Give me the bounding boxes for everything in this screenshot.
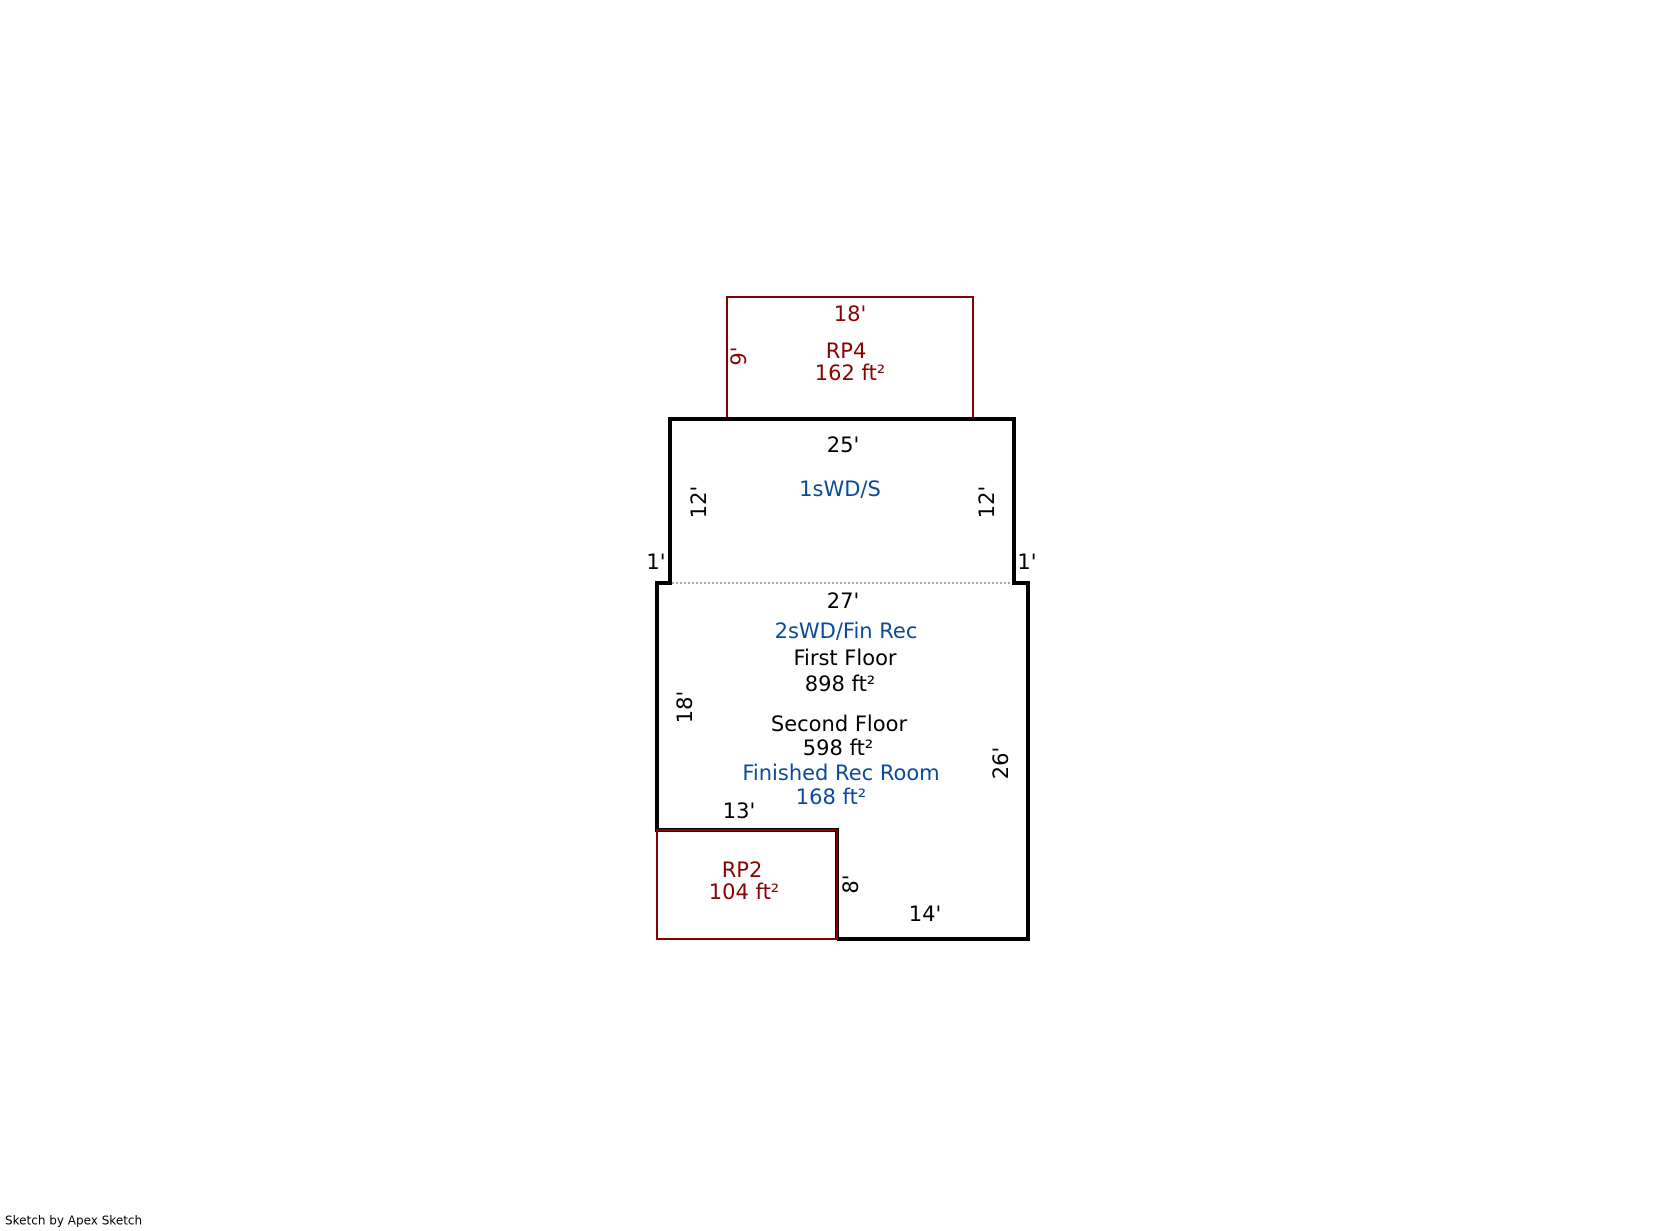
lower-name: 2sWD/Fin Rec — [775, 619, 918, 643]
second-floor-area: 598 ft² — [803, 736, 873, 760]
footer-credit: Sketch by Apex Sketch — [5, 1214, 142, 1228]
rp2-area: 104 ft² — [709, 880, 779, 904]
upper-right-step: 1' — [1017, 550, 1036, 574]
rp4-width-dim: 18' — [834, 302, 867, 326]
first-floor-label: First Floor — [793, 646, 896, 670]
lower-top-dim: 27' — [827, 589, 860, 613]
notch-width-dim: 13' — [723, 799, 756, 823]
lower-left-dim: 18' — [673, 691, 697, 724]
rp4-height-dim: 9' — [727, 346, 751, 365]
second-floor-label: Second Floor — [771, 712, 908, 736]
rec-room-label: Finished Rec Room — [742, 761, 939, 785]
lower-right-dim: 26' — [989, 747, 1013, 780]
first-floor-area: 898 ft² — [805, 672, 875, 696]
upper-name: 1sWD/S — [799, 477, 881, 501]
rec-room-area: 168 ft² — [796, 785, 866, 809]
upper-left-dim: 12' — [687, 486, 711, 519]
upper-left-step: 1' — [646, 550, 665, 574]
upper-top-dim: 25' — [827, 433, 860, 457]
rp4-area: 162 ft² — [815, 361, 885, 385]
upper-right-dim: 12' — [975, 486, 999, 519]
rp4-name: RP4 — [826, 339, 867, 363]
rp2-outline — [656, 829, 838, 940]
bottom-dim: 14' — [909, 902, 942, 926]
rp2-name: RP2 — [722, 858, 763, 882]
notch-height-dim: 8' — [839, 874, 863, 893]
